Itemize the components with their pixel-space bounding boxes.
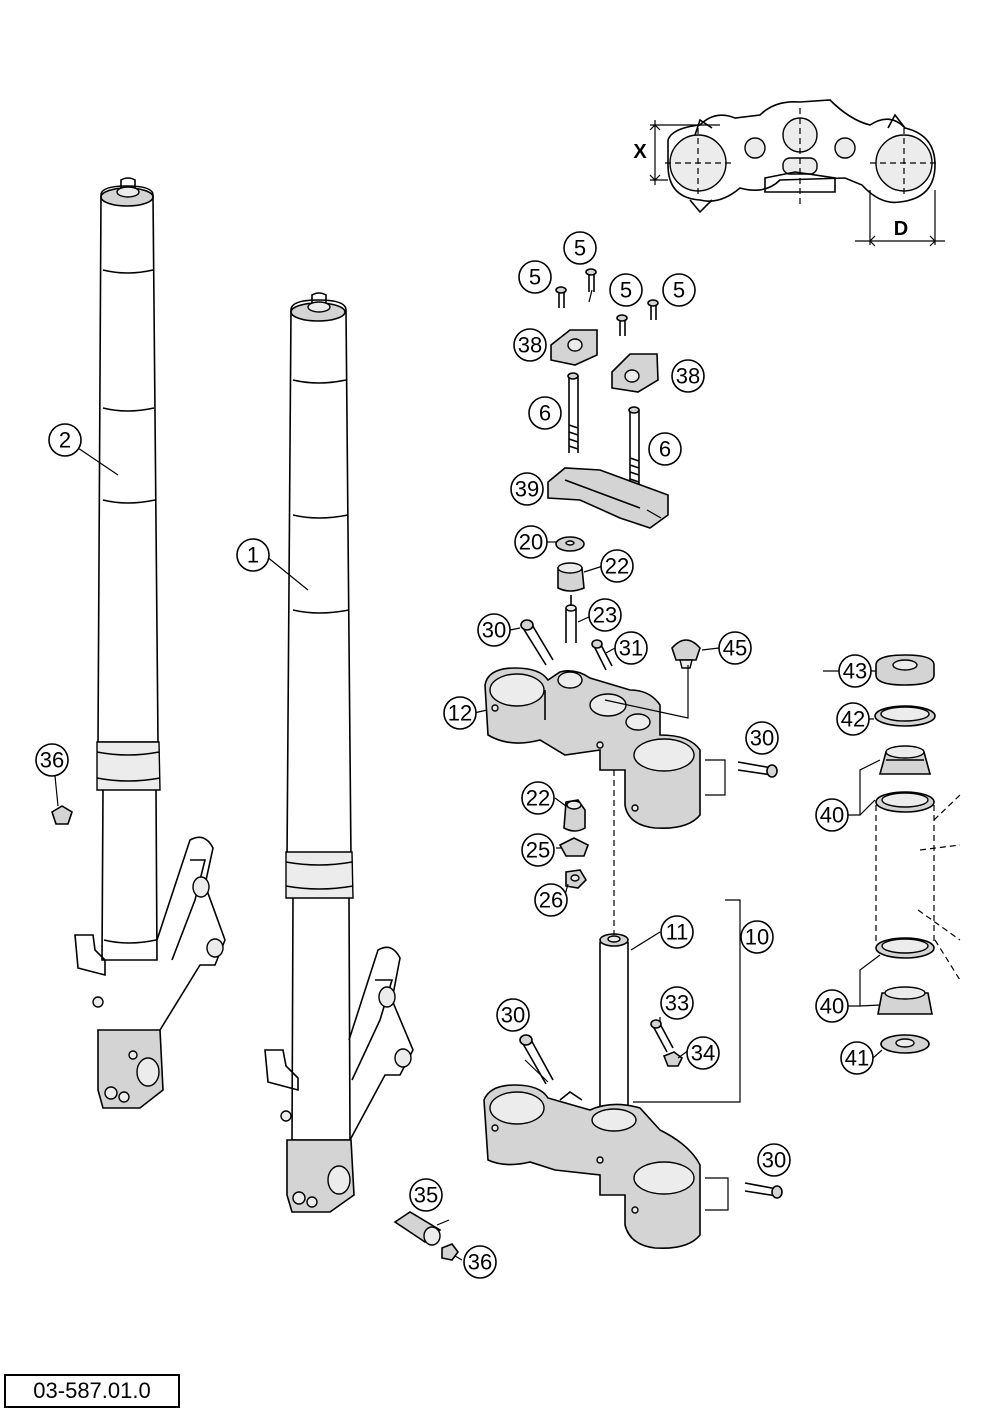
- callout-5a: 5: [563, 231, 597, 265]
- small-parts-upper: [555, 536, 585, 643]
- svg-text:5: 5: [574, 236, 586, 261]
- callout-1: 1: [236, 538, 270, 572]
- callout-30a: 30: [477, 613, 511, 647]
- svg-text:43: 43: [843, 659, 867, 684]
- callout-22a: 22: [600, 549, 634, 583]
- callout-6a: 6: [528, 396, 562, 430]
- svg-text:35: 35: [414, 1183, 438, 1208]
- dimension-x-label: X: [633, 141, 647, 163]
- callout-26: 26: [534, 883, 568, 917]
- callout-2: 2: [48, 423, 82, 457]
- bushing-and-nuts: [51, 805, 459, 1261]
- callout-38b: 38: [671, 359, 705, 393]
- callout-5d: 5: [662, 273, 696, 307]
- svg-text:1: 1: [247, 543, 259, 568]
- svg-text:34: 34: [691, 1041, 715, 1066]
- svg-text:25: 25: [526, 838, 550, 863]
- callout-36a: 36: [35, 743, 69, 777]
- svg-text:12: 12: [448, 701, 472, 726]
- screws-5: [555, 268, 659, 336]
- long-bolts-6: [567, 372, 640, 486]
- svg-text:41: 41: [845, 1046, 869, 1071]
- callout-34: 34: [686, 1036, 720, 1070]
- callout-30b: 30: [745, 721, 779, 755]
- svg-text:20: 20: [519, 530, 543, 555]
- dimension-d-label: D: [894, 218, 908, 240]
- callout-22b: 22: [521, 781, 555, 815]
- callout-30c: 30: [496, 998, 530, 1032]
- callout-5c: 5: [609, 273, 643, 307]
- fork-leg-left: [74, 177, 226, 1109]
- svg-text:39: 39: [515, 477, 539, 502]
- callout-10: 10: [740, 920, 774, 954]
- svg-text:31: 31: [619, 636, 643, 661]
- callout-45: 45: [718, 631, 752, 665]
- svg-text:22: 22: [526, 786, 550, 811]
- svg-text:22: 22: [605, 554, 629, 579]
- callout-36b: 36: [463, 1245, 497, 1279]
- svg-text:33: 33: [665, 991, 689, 1016]
- callout-33: 33: [660, 986, 694, 1020]
- fork-leg-right: [264, 292, 414, 1213]
- svg-text:5: 5: [529, 265, 541, 290]
- callout-39: 39: [510, 472, 544, 506]
- svg-text:40: 40: [820, 994, 844, 1019]
- svg-text:40: 40: [820, 803, 844, 828]
- callout-25: 25: [521, 833, 555, 867]
- svg-text:36: 36: [40, 748, 64, 773]
- svg-text:36: 36: [468, 1250, 492, 1275]
- callout-5b: 5: [518, 260, 552, 294]
- svg-text:38: 38: [518, 333, 542, 358]
- svg-text:38: 38: [676, 364, 700, 389]
- svg-text:2: 2: [59, 428, 71, 453]
- small-parts-lower: [558, 799, 589, 889]
- svg-text:6: 6: [539, 401, 551, 426]
- svg-text:10: 10: [745, 925, 769, 950]
- svg-text:30: 30: [501, 1003, 525, 1028]
- svg-text:30: 30: [750, 726, 774, 751]
- svg-text:5: 5: [620, 278, 632, 303]
- callout-40a: 40: [815, 798, 849, 832]
- callout-42: 42: [836, 702, 870, 736]
- lower-triple-clamp-10: [483, 933, 701, 1250]
- callout-40b: 40: [815, 989, 849, 1023]
- drawing-number: 03-587.01.0: [4, 1374, 180, 1408]
- callout-12: 12: [443, 696, 477, 730]
- callout-38a: 38: [513, 328, 547, 362]
- svg-text:23: 23: [593, 603, 617, 628]
- clamp-base-39: [547, 467, 669, 529]
- triple-clamp-inset: [649, 99, 945, 247]
- callout-35: 35: [409, 1178, 443, 1212]
- svg-text:5: 5: [673, 278, 685, 303]
- callout-43: 43: [838, 654, 872, 688]
- svg-text:30: 30: [762, 1148, 786, 1173]
- callout-23: 23: [588, 598, 622, 632]
- callout-20: 20: [514, 525, 548, 559]
- upper-clamp-hardware: [520, 619, 778, 778]
- svg-text:6: 6: [659, 437, 671, 462]
- svg-text:30: 30: [482, 618, 506, 643]
- svg-text:11: 11: [666, 920, 689, 945]
- clamp-tops-38: [550, 329, 659, 393]
- callout-6b: 6: [648, 432, 682, 466]
- callout-11: 11: [660, 915, 694, 949]
- callout-30d: 30: [757, 1143, 791, 1177]
- callout-41: 41: [840, 1041, 874, 1075]
- steering-bearings: [874, 654, 961, 1054]
- lower-clamp-hardware: [519, 1019, 783, 1199]
- leader-lines: [54, 289, 883, 1261]
- svg-text:26: 26: [539, 888, 563, 913]
- callout-31: 31: [614, 631, 648, 665]
- svg-text:42: 42: [841, 707, 865, 732]
- svg-text:45: 45: [723, 636, 747, 661]
- upper-triple-clamp-12: [484, 667, 701, 830]
